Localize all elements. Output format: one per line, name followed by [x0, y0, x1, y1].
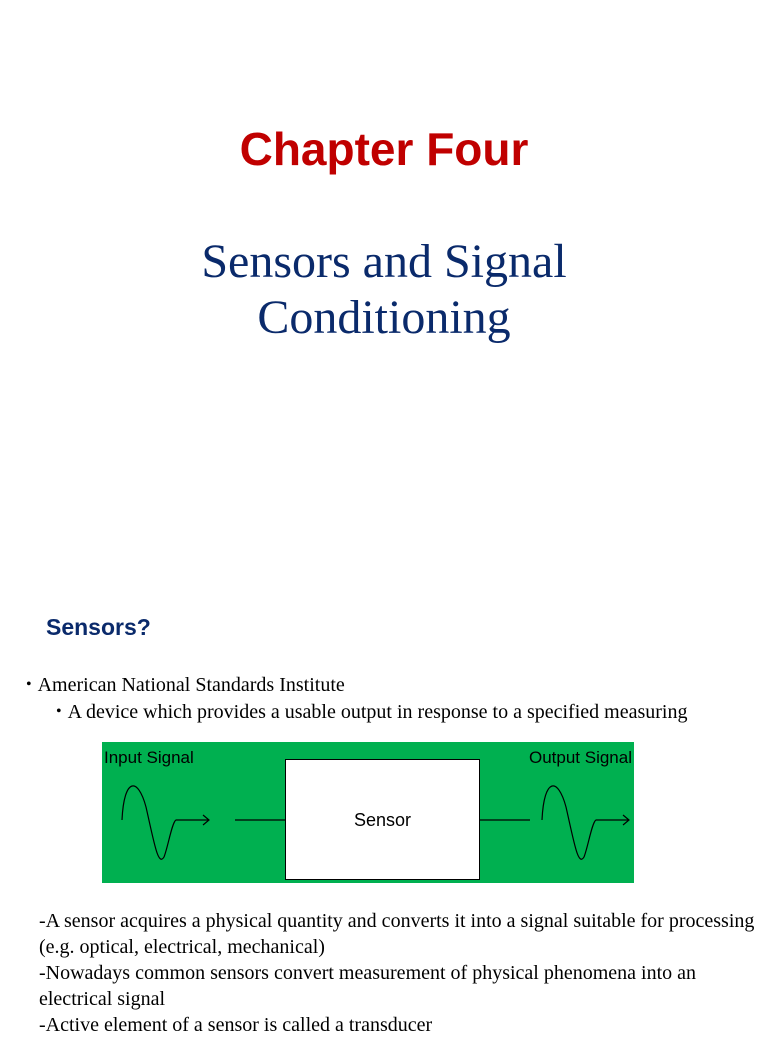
bullet-text: A device which provides a usable output … [67, 701, 688, 723]
section-heading: Sensors? [46, 614, 151, 640]
signal-waveforms [121, 785, 630, 860]
input-waveform-icon [121, 785, 208, 860]
bullet-icon: • [26, 676, 32, 693]
input-arrow-icon [202, 814, 210, 826]
bullet-text: American National Standards Institute [37, 674, 345, 696]
sensor-box-label: Sensor [353, 810, 412, 830]
sensor-box: Sensor [285, 759, 480, 880]
output-signal-label: Output Signal [528, 748, 632, 767]
paragraph: -Nowadays common sensors convert measure… [39, 962, 697, 1010]
bullet-icon: • [56, 703, 62, 720]
bullet-item-level-1: • American National Standards Institute [26, 674, 345, 697]
sensor-block-diagram: Input Signal Output Signal Sensor [102, 742, 634, 883]
paragraph: -A sensor acquires a physical quantity a… [39, 910, 755, 958]
chapter-subtitle: Sensors and Signal Conditioning [0, 234, 768, 346]
chapter-title: Chapter Four [239, 123, 529, 175]
subtitle-line-2: Conditioning [257, 291, 511, 344]
bullet-item-level-2: • A device which provides a usable output… [56, 701, 687, 724]
output-waveform-icon [541, 785, 628, 860]
paragraph: -Active element of a sensor is called a … [39, 1014, 433, 1036]
description-paragraphs: -A sensor acquires a physical quantity a… [39, 908, 759, 1038]
subtitle-line-1: Sensors and Signal [201, 235, 567, 288]
input-signal-label: Input Signal [104, 748, 194, 767]
output-arrow-icon [622, 814, 630, 826]
